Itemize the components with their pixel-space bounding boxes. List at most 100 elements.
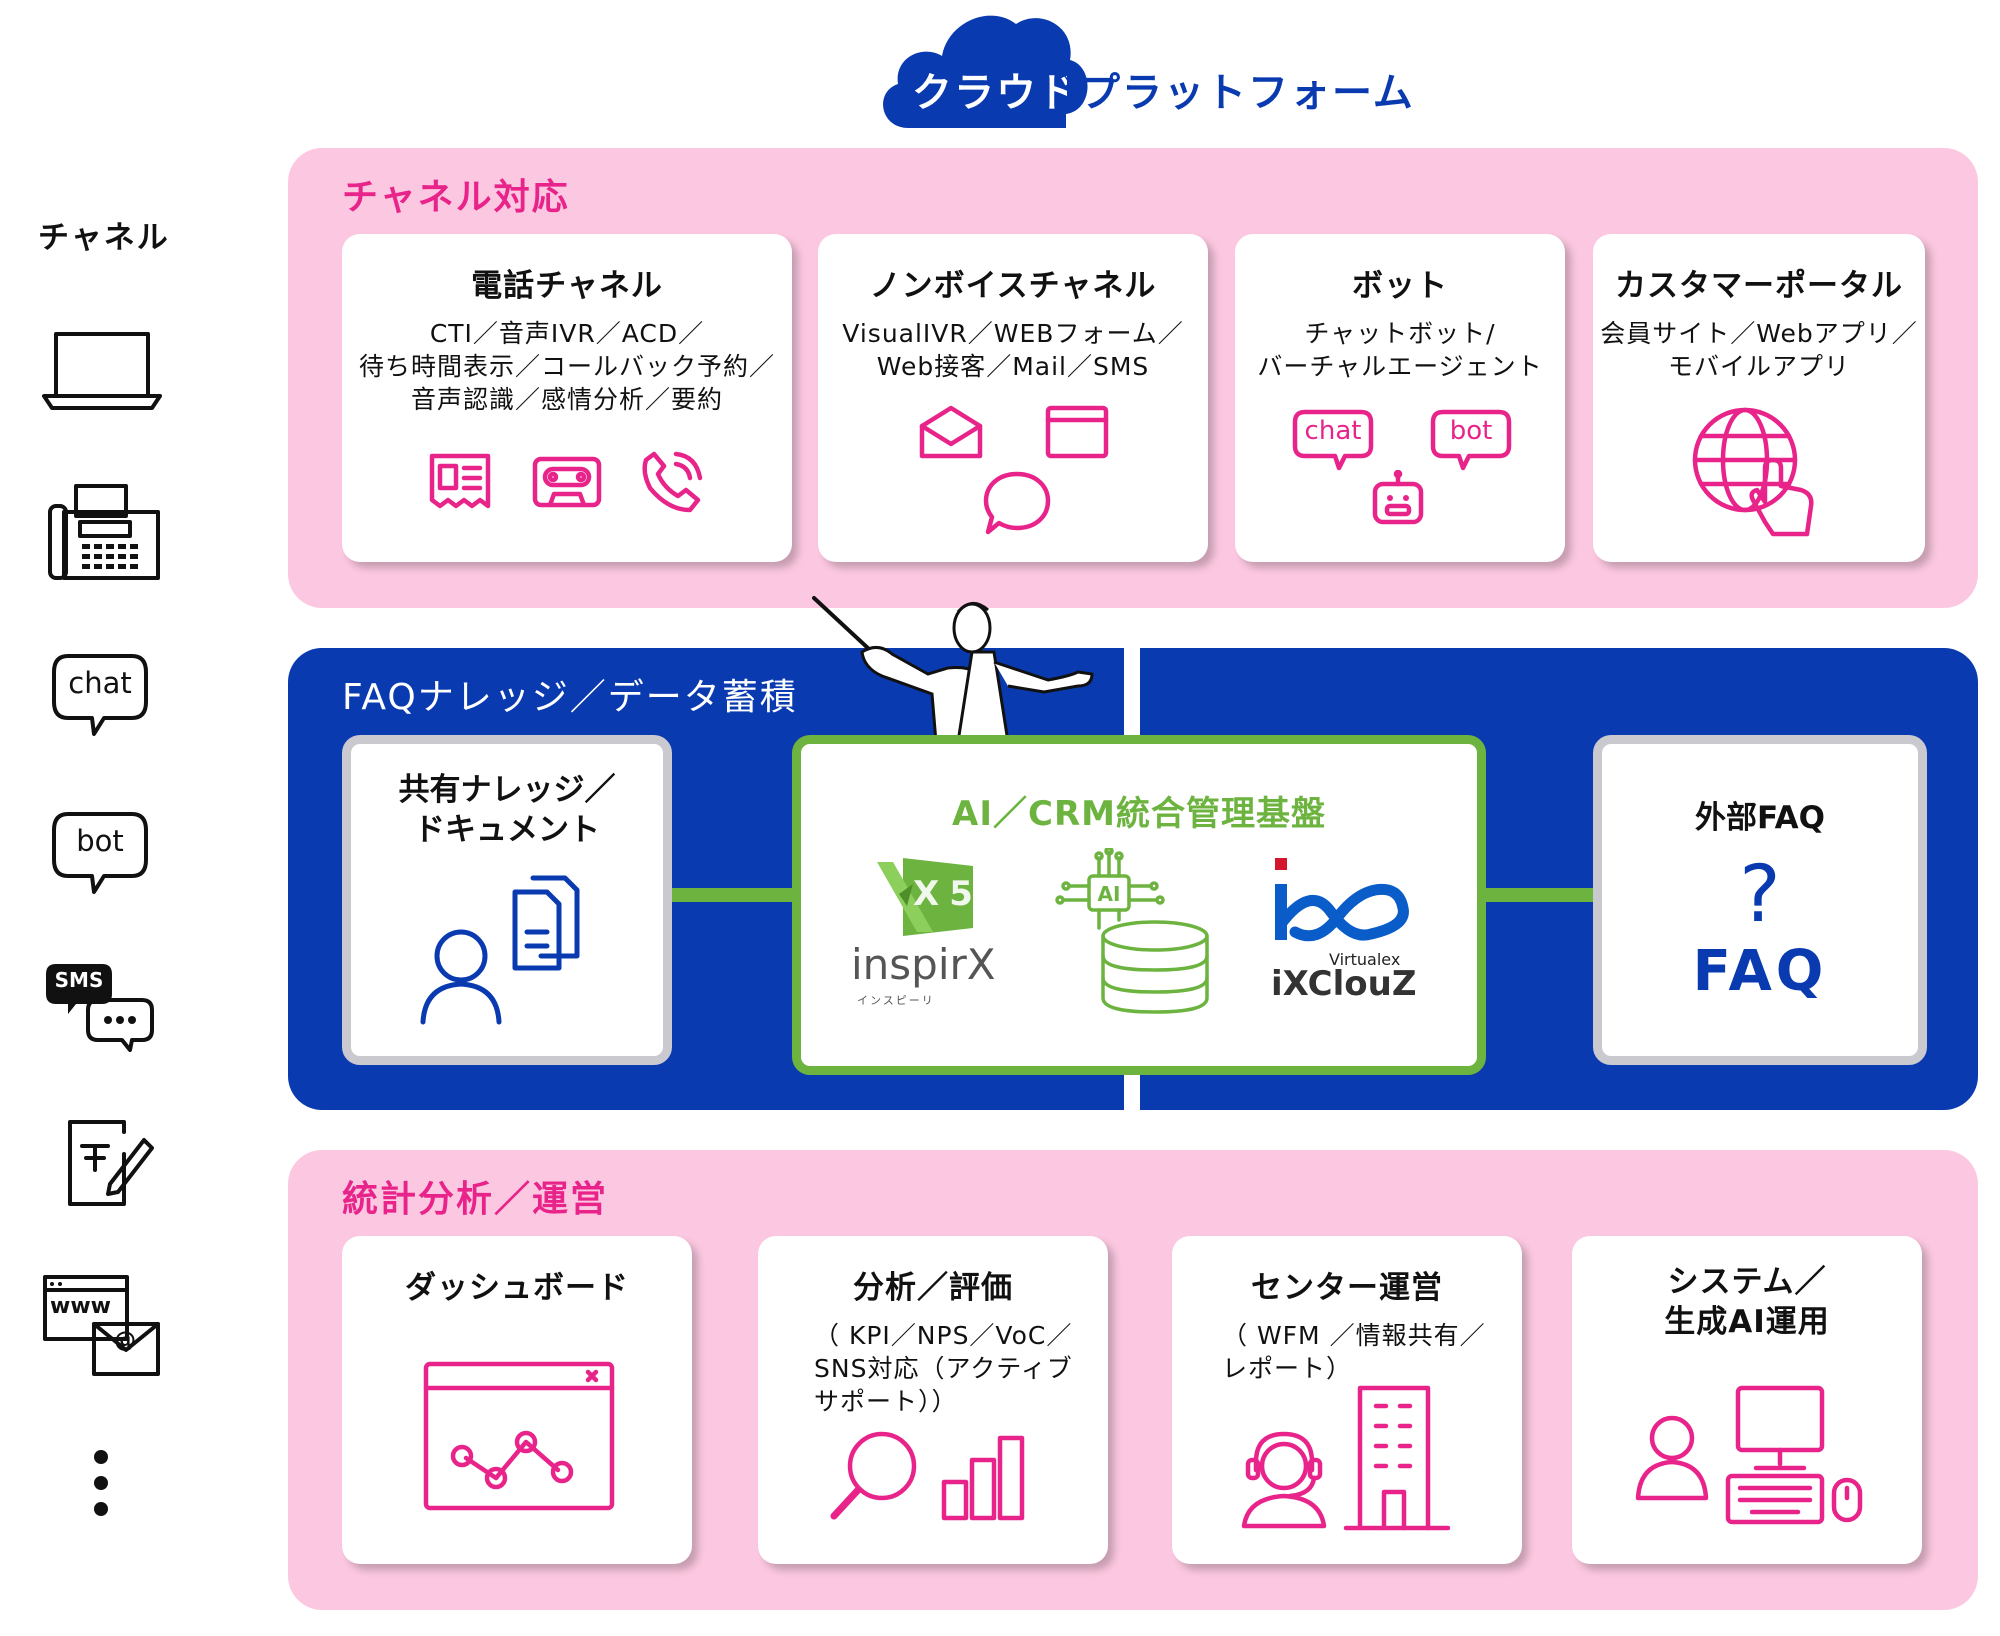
bot-bubble-label: bot [76, 824, 124, 858]
inspirx-logo: X5 inspirX インスピーリ [851, 854, 1011, 1014]
dashboard-card: ダッシュボード [342, 1236, 692, 1564]
inspirx-name: inspirX [851, 940, 996, 989]
ixclouz-red-mark [1275, 858, 1287, 870]
platform-title-overlay: クラウドプラットフォーム [912, 60, 1067, 110]
ai-crm-platform-card: AI／CRM統合管理基盤 X5 inspirX インスピーリ AI [792, 735, 1486, 1075]
inspirx-x5-emblem [877, 858, 973, 936]
globe-touch-icon [1692, 407, 1814, 537]
customer-portal-desc: 会員サイト／Webアプリ／ モバイルアプリ [1593, 317, 1925, 383]
nonvoice-channel-desc-line: Web接客／Mail／SMS [876, 352, 1150, 381]
ai-database-icon: AI [1055, 848, 1215, 1018]
bot-channel-desc-line: バーチャルエージェント [1257, 352, 1543, 381]
system-ai-ops-title: システム／ 生成AI運用 [1572, 1262, 1922, 1342]
www-label: www [50, 1294, 111, 1319]
phone-channel-desc: CTI／音声IVR／ACD／ 待ち時間表示／コールバック予約／ 音声認識／感情分… [342, 317, 792, 416]
analysis-desc-line: （ KPI／NPS／VoC／ [814, 1321, 1073, 1350]
infinity-mark-icon [1275, 883, 1409, 942]
bot-channel-title: ボット [1352, 268, 1448, 304]
center-operation-desc-line: レポート） [1222, 1354, 1353, 1383]
channel-section-title: チャネル対応 [342, 177, 570, 218]
voice-document-icon [429, 453, 491, 509]
bar-chart-icon [941, 1435, 1025, 1521]
phone-channel-desc-line: 音声認識／感情分析／要約 [410, 385, 723, 414]
shared-knowledge-title-line: 共有ナレッジ／ [398, 772, 616, 808]
bot-speech-label: bot [1449, 416, 1493, 446]
phone-channel-desc-line: CTI／音声IVR／ACD／ [429, 319, 705, 348]
phone-channel-desc-line: 待ち時間表示／コールバック予約／ [358, 352, 775, 381]
web-form-icon [1045, 405, 1109, 459]
analysis-desc-line: SNS対応（アクティブ [814, 1354, 1073, 1383]
shared-knowledge-title: 共有ナレッジ／ ドキュメント [351, 770, 663, 850]
inspirx-kana: インスピーリ [857, 994, 935, 1007]
shared-knowledge-title-line: ドキュメント [414, 812, 600, 848]
question-mark-icon: ? [1739, 850, 1781, 940]
external-faq-card: 外部FAQ ? FAQ [1593, 735, 1927, 1065]
magnifier-icon [830, 1431, 917, 1520]
system-ai-ops-card: システム／ 生成AI運用 [1572, 1236, 1922, 1564]
sms-bubble-label: SMS [54, 968, 104, 992]
platform-title: クラウドプラットフォーム [912, 70, 1415, 116]
customer-portal-card: カスタマーポータル 会員サイト／Webアプリ／ モバイルアプリ [1593, 234, 1925, 562]
form-pen-icon [68, 1120, 154, 1206]
center-operation-title: センター運営 [1251, 1270, 1443, 1306]
green-connector-right [1470, 888, 1596, 902]
customer-portal-desc-line: 会員サイト／Webアプリ／ [1600, 319, 1918, 348]
user-computer-icon [1635, 1385, 1863, 1525]
analysis-title: 分析／評価 [853, 1270, 1013, 1306]
bot-bubble-icon: bot [50, 810, 150, 902]
external-faq-label: FAQ [1692, 939, 1828, 1004]
laptop-icon [42, 332, 162, 410]
bot-channel-desc: チャットボット/ バーチャルエージェント [1235, 317, 1565, 383]
phone-channel-card: 電話チャネル CTI／音声IVR／ACD／ 待ち時間表示／コールバック予約／ 音… [342, 234, 792, 562]
speech-bubble-icon [983, 471, 1051, 535]
robot-face-icon [1372, 470, 1424, 525]
platform-title-overlay-text: クラウドプラットフォーム [912, 70, 1067, 110]
phone-call-icon [642, 451, 703, 513]
green-connector-left [668, 888, 796, 902]
center-operation-card: センター運営 （ WFM ／情報共有／ レポート） [1172, 1236, 1522, 1564]
nonvoice-channel-desc: VisualIVR／WEBフォーム／ Web接客／Mail／SMS [818, 317, 1208, 383]
chat-speech-icon: chat [1291, 408, 1375, 474]
inspirx-badge: X5 [913, 874, 983, 914]
analysis-card: 分析／評価 （ KPI／NPS／VoC／ SNS対応（アクティブ サポート）） [758, 1236, 1108, 1564]
nonvoice-channel-desc-line: VisualIVR／WEBフォーム／ [842, 319, 1184, 348]
bot-channel-card: ボット チャットボット/ バーチャルエージェント chat bot [1235, 234, 1565, 562]
mail-envelope-icon [919, 405, 983, 459]
analysis-desc: （ KPI／NPS／VoC／ SNS対応（アクティブ サポート）） [758, 1319, 1108, 1418]
fax-phone-icon [48, 484, 160, 580]
conductor-figure-icon [812, 596, 1094, 742]
customer-portal-desc-line: モバイルアプリ [1667, 352, 1850, 381]
system-ai-ops-title-line: 生成AI運用 [1664, 1304, 1830, 1340]
bot-speech-icon: bot [1429, 408, 1513, 474]
center-operation-desc-line: （ WFM ／情報共有／ [1222, 1321, 1486, 1350]
office-building-icon [1343, 1385, 1451, 1531]
ixclouz-name: iXClouZ [1271, 964, 1417, 1004]
left-channel-title: チャネル [38, 220, 170, 256]
dashboard-chart-icon [423, 1361, 615, 1511]
person-documents-icon [420, 875, 580, 1025]
operator-headset-icon [1241, 1431, 1327, 1529]
chat-speech-label: chat [1304, 416, 1362, 446]
more-dots-icon [94, 1450, 108, 1516]
bot-channel-desc-line: チャットボット/ [1304, 319, 1496, 348]
center-operation-desc: （ WFM ／情報共有／ レポート） [1172, 1319, 1522, 1385]
at-label: @ [114, 1328, 136, 1353]
ops-section-title: 統計分析／運営 [342, 1179, 609, 1220]
sms-bubble-icon: SMS [46, 962, 156, 1052]
ai-crm-platform-title: AI／CRM統合管理基盤 [952, 794, 1326, 834]
cloud-icon [883, 15, 1088, 128]
cloud-header: クラウドプラットフォーム [870, 0, 1430, 130]
ixclouz-logo: Virtualex iXClouZ [1271, 858, 1441, 1008]
chat-bubble-label: chat [68, 666, 132, 700]
chat-bubble-icon: chat [50, 652, 150, 744]
external-faq-title: 外部FAQ [1695, 800, 1825, 836]
faq-section-title: FAQナレッジ／データ蓄積 [342, 677, 798, 718]
shared-knowledge-card: 共有ナレッジ／ ドキュメント [342, 735, 672, 1065]
ixclouz-sub: Virtualex [1329, 950, 1401, 969]
customer-portal-title: カスタマーポータル [1615, 268, 1903, 304]
analysis-desc-line: サポート）） [814, 1387, 958, 1416]
phone-channel-title: 電話チャネル [471, 268, 663, 304]
nonvoice-channel-title: ノンボイスチャネル [869, 268, 1157, 304]
cassette-icon [532, 456, 602, 508]
dashboard-title: ダッシュボード [405, 1270, 629, 1306]
